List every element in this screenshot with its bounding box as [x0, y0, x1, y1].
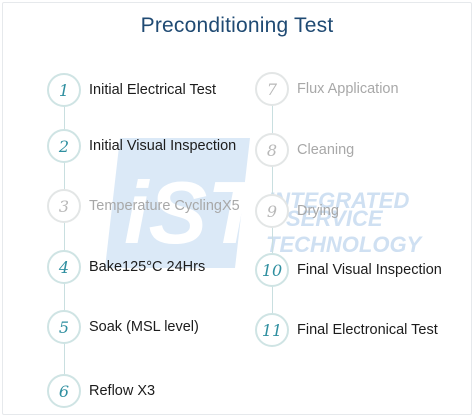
- watermark-line-2: SERVICE: [286, 206, 384, 231]
- step-label: Final Visual Inspection: [297, 262, 442, 278]
- step-label: Cleaning: [297, 142, 355, 158]
- step-number-circle: 5: [47, 310, 81, 344]
- step-label: Soak (MSL level): [89, 319, 199, 335]
- step-number-circle: 11: [255, 313, 289, 347]
- step-number-circle: 6: [47, 374, 81, 408]
- diagram-title: Preconditioning Test: [140, 14, 334, 37]
- step-number-circle: 3: [47, 189, 81, 223]
- step-number-circle: 7: [255, 72, 289, 106]
- step-label: Temperature CyclingX5: [89, 198, 240, 214]
- step-number-circle: 2: [47, 129, 81, 163]
- step-number-circle: 1: [47, 73, 81, 107]
- step-label: Bake125°C 24Hrs: [89, 259, 206, 275]
- step-number-circle: 10: [255, 253, 289, 287]
- step-label: Final Electronical Test: [297, 322, 438, 338]
- left-connector-rail: [64, 90, 65, 390]
- step-label: Initial Visual Inspection: [89, 138, 237, 154]
- watermark-line-3: TECHNOLOGY: [266, 232, 424, 257]
- step-number-circle: 8: [255, 133, 289, 167]
- step-label: Flux Application: [297, 81, 399, 97]
- watermark-logo-text: iST: [124, 163, 267, 262]
- ist-watermark-logo: iST INTEGRATED SERVICE TECHNOLOGY: [105, 138, 424, 268]
- step-label: Initial Electrical Test: [89, 82, 217, 98]
- watermark-line-1: INTEGRATED: [268, 188, 409, 213]
- step-number-circle: 4: [47, 250, 81, 284]
- step-number-circle: 9: [255, 194, 289, 228]
- step-label: Reflow X3: [89, 383, 156, 399]
- step-label: Drying: [297, 203, 339, 219]
